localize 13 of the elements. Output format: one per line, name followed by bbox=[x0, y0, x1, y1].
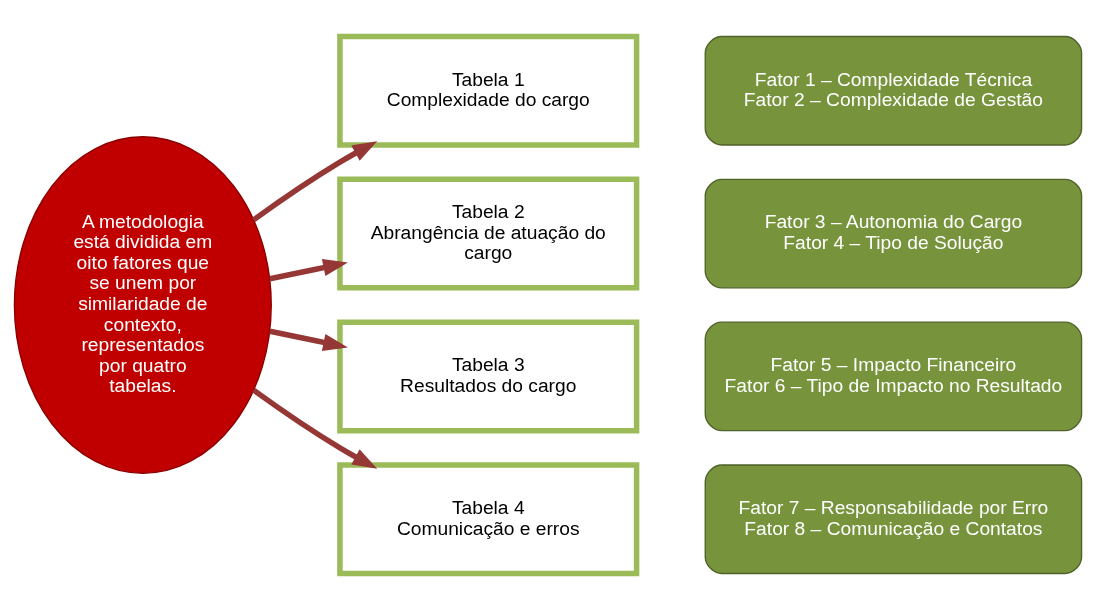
node-box: Tabela 4 Comunicação e erros bbox=[337, 462, 640, 577]
node-box: Fator 5 – Impacto Financeiro Fator 6 – Tipo de Impacto no Resultado bbox=[704, 321, 1083, 432]
node-box: Tabela 3 Resultados do cargo bbox=[337, 319, 640, 434]
node-box: Fator 7 – Responsabilidade por Erro Fator 8 – Comunicação e Contatos bbox=[704, 464, 1083, 575]
arrow bbox=[269, 259, 348, 282]
node-box: Tabela 2 Abrangência de atuação do cargo bbox=[337, 176, 640, 291]
arrow bbox=[252, 141, 378, 223]
node-ellipse: A metodologia está dividida em oito fatores que se unem por similaridade de contexto, representados por quatro tabelas. bbox=[13, 136, 272, 474]
node-box: Fator 3 – Autonomia do Cargo Fator 4 – Tipo de Solução bbox=[704, 178, 1083, 289]
node-box: Fator 1 – Complexidade Técnica Fator 2 – Complexidade de Gestão bbox=[704, 35, 1083, 146]
node-box: Tabela 1 Complexidade do cargo bbox=[337, 33, 640, 148]
arrow bbox=[252, 387, 378, 469]
arrow bbox=[269, 328, 348, 351]
